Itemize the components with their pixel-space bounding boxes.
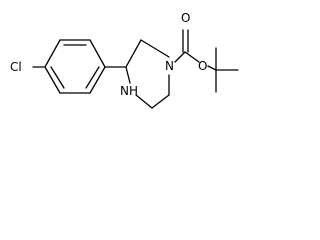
bond-benzene-1: [44, 39, 61, 68]
bond-benzene-double-2: [85, 66, 100, 89]
atom-oxygen-carbonyl: O: [181, 11, 190, 25]
bond-benzene-double-3: [50, 66, 65, 89]
atom-nitrogen-amine: NH: [120, 84, 138, 98]
bond-benzene-3: [89, 39, 106, 68]
bond-c6-c5: [151, 94, 170, 109]
bond-benzene-6: [44, 66, 61, 94]
atom-oxygen-ester: O: [198, 59, 207, 73]
bond-benzene-4: [89, 66, 106, 94]
bond-carbonyl-ester-o: [184, 51, 200, 63]
bond-ester-o-tbu: [207, 65, 217, 71]
atom-chlorine: Cl: [10, 60, 22, 74]
bond-c3-c2: [125, 39, 142, 68]
bond-n1-carbonyl: [174, 51, 186, 63]
bond-c2-n1: [140, 39, 170, 58]
atom-label-layer: Cl N NH O O: [10, 11, 207, 98]
atom-nitrogen-carbamate: N: [165, 59, 174, 73]
structure-diagram: Cl N NH O O: [0, 0, 248, 126]
bond-layer: [32, 29, 239, 109]
molecule-drawing: Cl N NH O O: [10, 11, 239, 109]
bond-c5-n4: [135, 94, 153, 109]
bond-n4-c3: [125, 66, 131, 84]
